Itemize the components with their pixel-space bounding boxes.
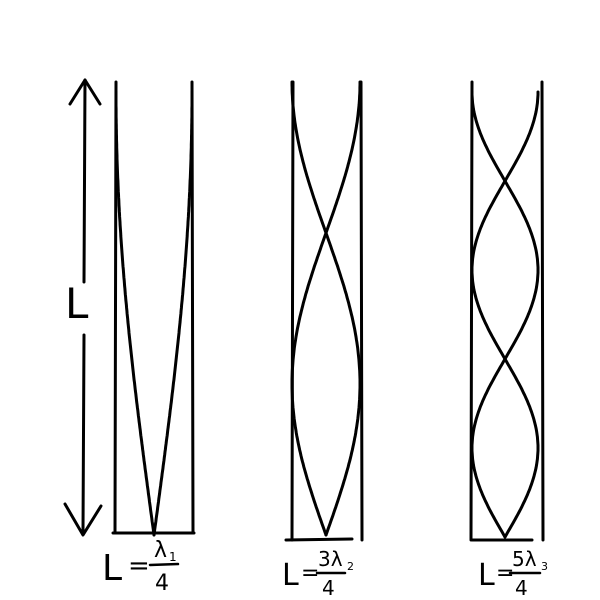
length-dimension: L <box>63 78 103 537</box>
tube-3-formula-lhs: L <box>478 558 495 593</box>
tube-1-wave-upper <box>152 90 194 537</box>
tube-2-closed-end <box>284 537 354 542</box>
tube-2-formula-subscript: 2 <box>347 560 354 573</box>
tube-2: L = 3λ 2 4 <box>282 80 364 600</box>
tube-2-formula-denominator: 4 <box>322 576 335 600</box>
tube-2-formula: L = 3λ 2 4 <box>282 547 354 600</box>
tube-3-formula: L = 5λ 3 4 <box>478 547 548 600</box>
tube-3-right-wall <box>540 80 545 542</box>
tube-2-wave-lower <box>290 80 362 537</box>
tube-2-formula-lhs: L <box>282 558 299 593</box>
tube-2-formula-equals: = <box>301 561 319 586</box>
tube-1-formula-fraction-bar <box>148 562 180 567</box>
length-arrow-bottom-head <box>63 502 103 537</box>
tube-2-right-wall <box>359 80 364 542</box>
tube-3-formula-subscript: 3 <box>541 560 548 573</box>
length-arrow-top-head <box>68 78 102 106</box>
tube-3-left-wall <box>469 80 474 542</box>
tube-1-formula-denominator: 4 <box>155 571 169 596</box>
tube-1-wave-lower <box>114 90 156 537</box>
tube-3-formula-numerator: 5λ <box>512 547 537 571</box>
tube-1: L = λ 1 4 <box>102 80 196 596</box>
tube-1-formula-lhs: L <box>102 548 122 589</box>
tube-1-formula: L = λ 1 4 <box>102 538 180 596</box>
tube-3-formula-denominator: 4 <box>515 576 528 600</box>
tube-2-left-wall <box>290 80 295 542</box>
tube-3-wave-lower <box>470 90 540 539</box>
length-label: L <box>65 279 89 328</box>
tube-2-formula-numerator: 3λ <box>318 547 343 571</box>
tube-3-wave-upper <box>470 90 540 539</box>
tube-1-formula-numerator: λ <box>154 538 167 563</box>
length-arrow-upper-shaft <box>82 78 87 284</box>
tube-1-formula-equals: = <box>128 551 150 581</box>
tube-3-formula-equals: = <box>496 561 514 586</box>
tube-3: L = 5λ 3 4 <box>469 80 548 600</box>
tube-1-formula-subscript: 1 <box>169 550 177 564</box>
length-arrow-lower-shaft <box>81 333 86 534</box>
tube-2-wave-upper <box>290 80 362 537</box>
